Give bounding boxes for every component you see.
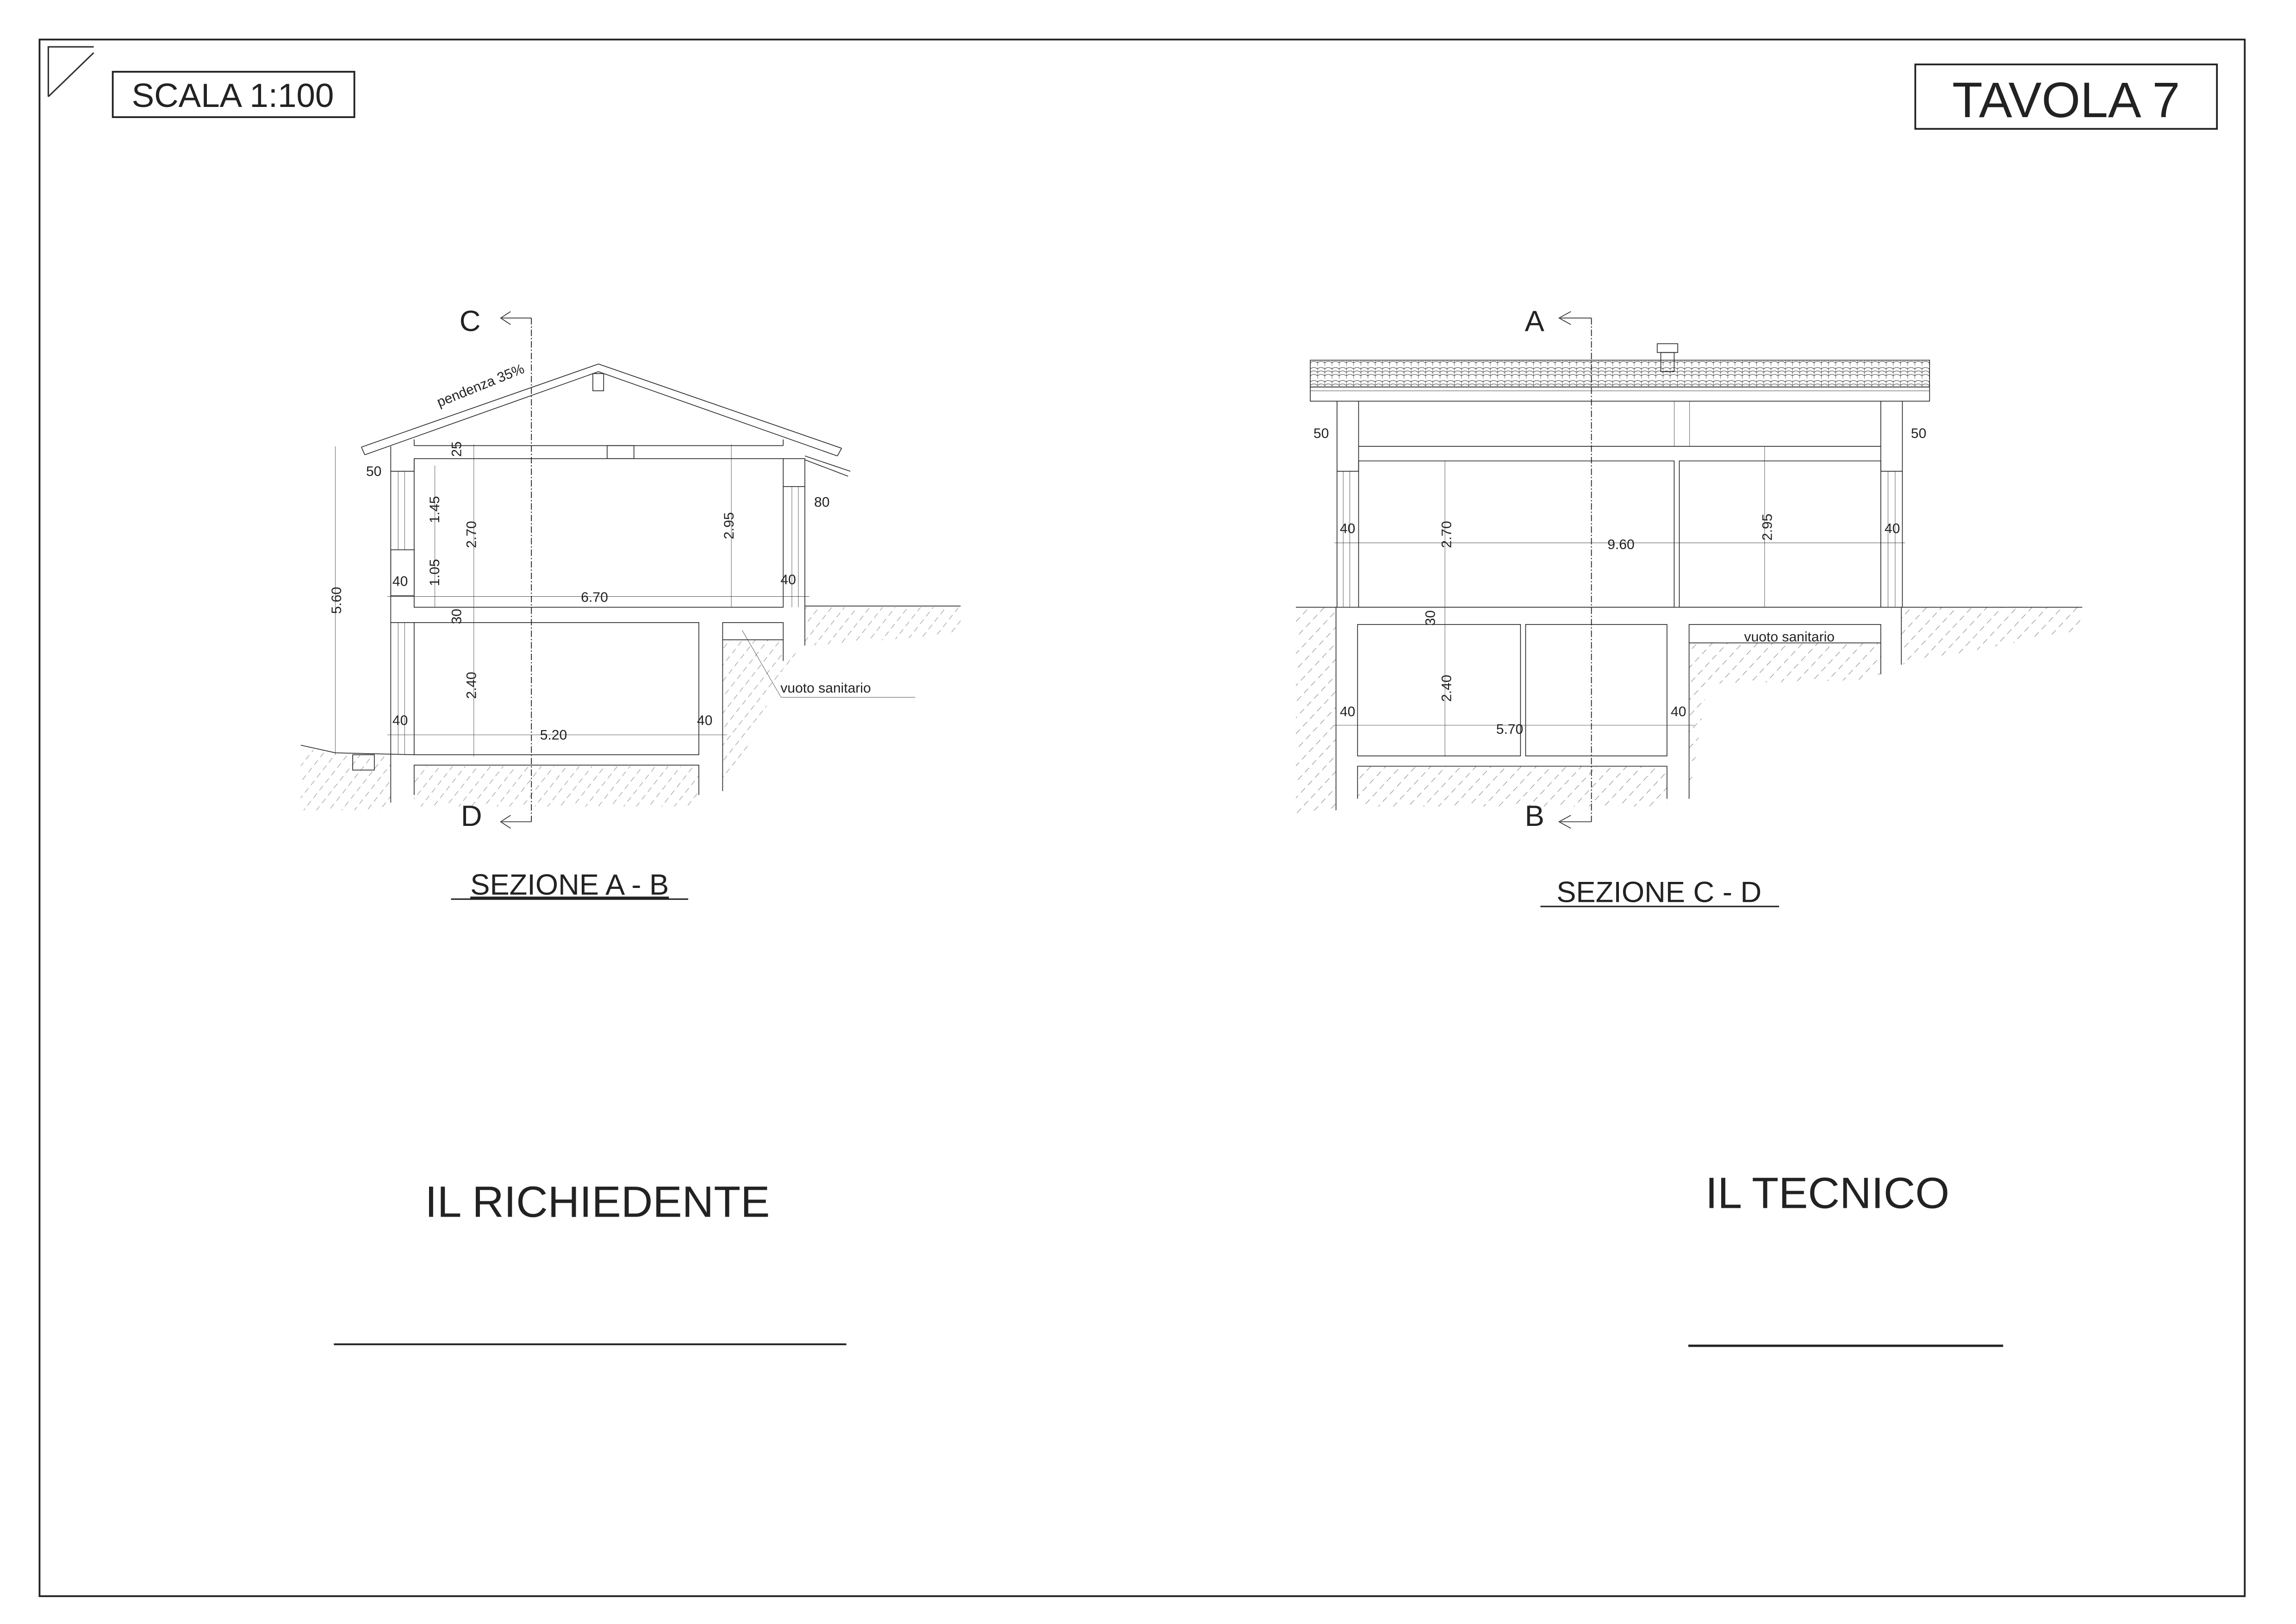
dim-wall-left-lower: 40 xyxy=(1340,704,1355,719)
scale-box: SCALA 1:100 xyxy=(112,71,355,118)
section-ab-title: SEZIONE A - B xyxy=(470,869,669,901)
dim-width-lower: 5.70 xyxy=(1496,722,1523,737)
dim-height-upper: 2.70 xyxy=(464,521,479,548)
dim-wall-right-lower: 40 xyxy=(697,713,712,728)
section-ab-drawing xyxy=(301,312,961,828)
scale-label: SCALA 1:100 xyxy=(132,77,334,114)
section-cd-drawing xyxy=(1296,312,2082,828)
sheet-number-box: TAVOLA 7 xyxy=(1914,63,2218,130)
dim-width-upper: 6.70 xyxy=(581,590,608,605)
section-ab-labels: C D pendenza 35% 50 25 1.45 2.70 1.05 2.… xyxy=(329,305,871,901)
dim-height-right: 2.95 xyxy=(1760,514,1775,541)
section-cd-labels: A B 50 50 40 2.70 9.60 2.95 40 30 vuoto … xyxy=(1313,305,1926,909)
slope-note: pendenza 35% xyxy=(435,361,526,410)
crawlspace-label: vuoto sanitario xyxy=(780,681,871,696)
section-cd-title: SEZIONE C - D xyxy=(1556,876,1761,909)
dim-attic-slab: 25 xyxy=(449,442,465,457)
cut-label-a: A xyxy=(1525,305,1545,337)
dim-eave-right: 50 xyxy=(1911,426,1926,441)
crawlspace-label: vuoto sanitario xyxy=(1744,629,1835,644)
fold-mark xyxy=(47,46,94,97)
dim-wall-right-lower: 40 xyxy=(1671,704,1686,719)
dim-wall-left-upper: 40 xyxy=(392,574,408,589)
dim-width-upper: 9.60 xyxy=(1607,537,1634,552)
dim-wall-left-upper: 40 xyxy=(1340,521,1355,536)
dim-eave-right: 80 xyxy=(814,494,829,510)
dim-height-lower: 2.40 xyxy=(1439,675,1454,701)
dim-eave-left: 50 xyxy=(366,464,381,479)
dim-wall-left-lower: 40 xyxy=(392,713,408,728)
dim-width-lower: 5.20 xyxy=(540,727,567,743)
sheet-border xyxy=(38,38,2246,1597)
dim-wall-right-upper: 40 xyxy=(780,572,796,587)
dim-slab: 30 xyxy=(1423,610,1438,625)
dim-total-height: 5.60 xyxy=(329,587,344,614)
applicant-label: IL RICHIEDENTE xyxy=(425,1178,770,1227)
cut-label-d: D xyxy=(461,800,482,832)
dim-eave-left: 50 xyxy=(1313,426,1329,441)
dim-window-sill: 1.05 xyxy=(427,559,442,586)
dim-window-upper: 1.45 xyxy=(427,496,442,523)
dim-height-upper: 2.70 xyxy=(1439,521,1454,548)
cut-label-b: B xyxy=(1525,800,1544,832)
sheet-label: TAVOLA 7 xyxy=(1952,72,2180,128)
cut-label-c: C xyxy=(460,305,481,337)
dim-slab: 30 xyxy=(449,609,465,624)
technician-label: IL TECNICO xyxy=(1705,1169,1949,1218)
dim-wall-right-upper: 40 xyxy=(1885,521,1900,536)
dim-height-right: 2.95 xyxy=(722,512,737,539)
dim-height-lower: 2.40 xyxy=(464,672,479,699)
